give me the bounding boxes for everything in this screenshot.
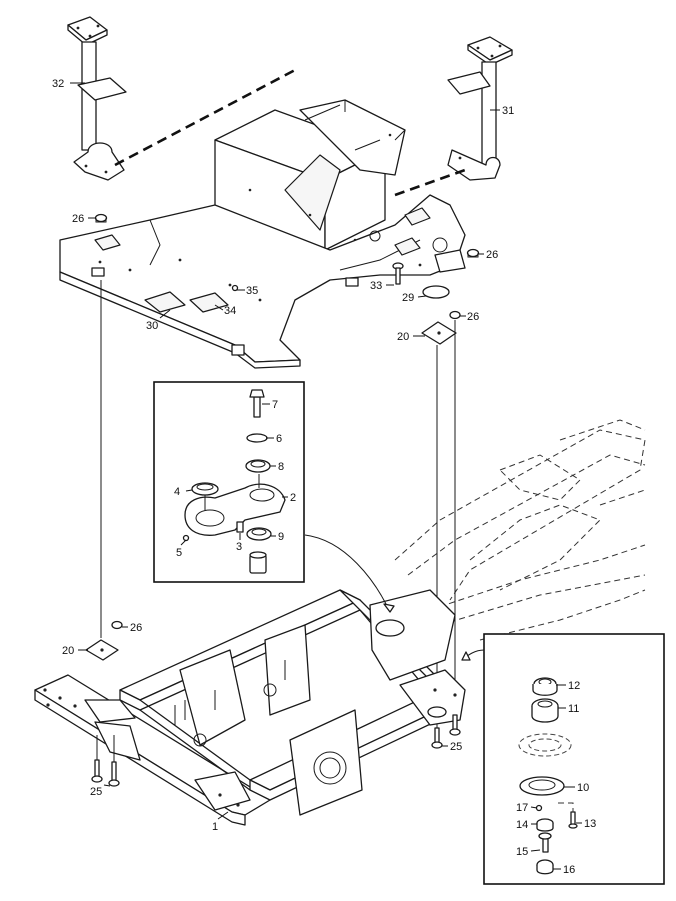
callout-10: 10 [577,782,589,794]
callout-7: 7 [272,399,278,411]
callout-33: 33 [370,280,382,292]
callout-25: 25 [90,786,102,798]
callout-14: 14 [516,819,528,831]
callout-30: 30 [146,320,158,332]
nut-26-upper-right [466,248,480,258]
mount-pad-20-lower [85,639,119,661]
assembly-line-right [394,168,466,197]
callout-26: 26 [467,311,479,323]
callout-26: 26 [486,249,498,261]
mount-pad-20-upper [421,321,457,345]
seat-base-box [214,99,406,251]
callout-2: 2 [290,492,296,504]
main-frame [34,589,466,826]
callout-32: 32 [52,78,64,90]
callout-15: 15 [516,846,528,858]
floor-plate [59,194,466,369]
callout-35: 35 [246,285,258,297]
callout-5: 5 [176,547,182,559]
callout-12: 12 [568,680,580,692]
bolt-33 [392,262,404,285]
callout-9: 9 [278,531,284,543]
callout-1: 1 [212,821,218,833]
pivot-detail-inset [153,381,305,583]
bolts-25-lower-left [91,735,120,787]
callout-4: 4 [174,486,180,498]
callout-26: 26 [72,213,84,225]
callout-16: 16 [563,864,575,876]
callout-3: 3 [236,541,242,553]
callout-26: 26 [130,622,142,634]
nut-26-upper-left [94,213,108,223]
leader-lines [70,82,582,870]
callout-11: 11 [568,703,579,715]
callout-8: 8 [278,461,284,473]
washer-29 [422,285,450,299]
callout-17: 17 [516,802,528,814]
nut-26-lower [111,620,123,630]
support-column-left [67,16,127,181]
callout-13: 13 [584,818,596,830]
bushing-detail-inset [483,633,665,885]
callout-6: 6 [276,433,282,445]
callout-31: 31 [502,105,514,117]
screw-35 [231,284,239,292]
callout-20: 20 [397,331,409,343]
arrow-pivot-head [383,603,395,613]
support-column-right [447,36,513,181]
callout-34: 34 [224,305,236,317]
arrow-bushing-head [461,651,471,661]
callout-20: 20 [62,645,74,657]
nut-26-mount [449,310,461,320]
callout-29: 29 [402,292,414,304]
assembly-line-left [114,68,296,167]
arrow-pivot-to-frame [304,534,391,613]
bolts-25-lower-right [431,714,461,749]
callout-labels: 32 31 26 26 33 29 35 34 30 20 26 20 26 2… [52,78,596,876]
callout-25: 25 [450,741,462,753]
